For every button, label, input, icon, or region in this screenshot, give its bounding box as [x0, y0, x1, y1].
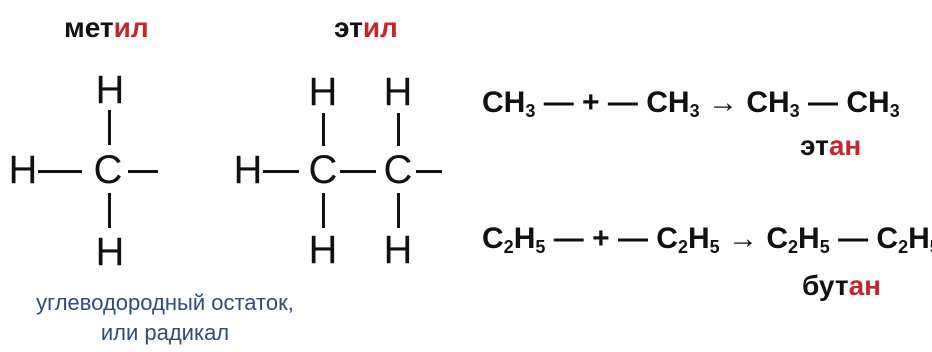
eq1-bond-3: —	[808, 86, 839, 119]
ethyl-bond-bottom-1	[322, 193, 325, 228]
eq2-arrow-icon: →	[728, 222, 758, 255]
radical-caption: углеводородный остаток, или радикал	[0, 288, 330, 348]
equation-methyl-to-ethane: CH3 — + — CH3 → CH3 — CH3	[482, 86, 900, 121]
eq1-term-4: CH3	[846, 86, 900, 121]
methyl-c: C	[93, 148, 123, 192]
eq2-plus: +	[592, 222, 610, 255]
eq2-term-2: C2H5	[656, 222, 720, 257]
eq1-term-2: CH3	[646, 86, 700, 121]
ethyl-h-bottom-2: H	[383, 228, 413, 272]
ethyl-h-bottom-1: H	[308, 228, 338, 272]
eq2-term-4: C2H5	[876, 222, 932, 257]
methyl-root: мет	[64, 12, 114, 43]
eq1-plus: +	[582, 86, 600, 119]
butane-root: бут	[802, 270, 849, 301]
caption-line-1: углеводородный остаток,	[36, 290, 294, 315]
methyl-bond-bottom	[108, 193, 111, 228]
equation-ethyl-to-butane: C2H5 — + — C2H5 → C2H5 — C2H5	[482, 222, 932, 257]
butane-label: бутан	[802, 272, 881, 300]
methyl-bond-left	[38, 170, 82, 173]
butane-suffix: ан	[848, 270, 882, 301]
ethyl-bond-top-2	[397, 113, 400, 146]
ethyl-bond-bottom-2	[397, 193, 400, 228]
eq1-arrow-icon: →	[707, 86, 738, 119]
methyl-bond-top	[108, 110, 111, 145]
methyl-h-left: H	[8, 148, 38, 192]
eq2-term-1: C2H5	[482, 222, 546, 257]
eq2-term-3: C2H5	[766, 222, 830, 257]
ethyl-bond-cc	[340, 170, 376, 173]
ethyl-c-1: C	[308, 148, 338, 192]
ethane-suffix: ан	[828, 130, 862, 161]
methyl-suffix: ил	[113, 12, 149, 43]
eq1-bond-1: —	[543, 86, 574, 119]
ethane-root: эт	[800, 130, 829, 161]
eq1-bond-2: —	[607, 86, 638, 119]
ethyl-bond-top-1	[322, 113, 325, 146]
eq1-term-1: CH3	[482, 86, 536, 121]
ethyl-c-2: C	[383, 148, 413, 192]
ethyl-suffix: ил	[362, 12, 398, 43]
ethyl-bond-left	[263, 170, 299, 173]
ethyl-h-top-1: H	[308, 70, 338, 114]
ethyl-h-top-2: H	[383, 70, 413, 114]
methyl-h-top: H	[95, 68, 125, 112]
ethyl-free-bond	[416, 170, 442, 173]
eq1-term-3: CH3	[746, 86, 800, 121]
eq2-bond-3: —	[838, 222, 869, 255]
ethyl-title: этил	[334, 14, 398, 42]
methyl-free-bond	[128, 170, 158, 173]
eq2-bond-1: —	[553, 222, 584, 255]
methyl-title: метил	[64, 14, 149, 42]
caption-line-2: или радикал	[100, 320, 230, 345]
methyl-h-bottom: H	[95, 230, 125, 274]
ethane-label: этан	[800, 132, 861, 160]
eq2-bond-2: —	[617, 222, 648, 255]
ethyl-root: эт	[334, 12, 363, 43]
ethyl-h-left: H	[233, 148, 263, 192]
